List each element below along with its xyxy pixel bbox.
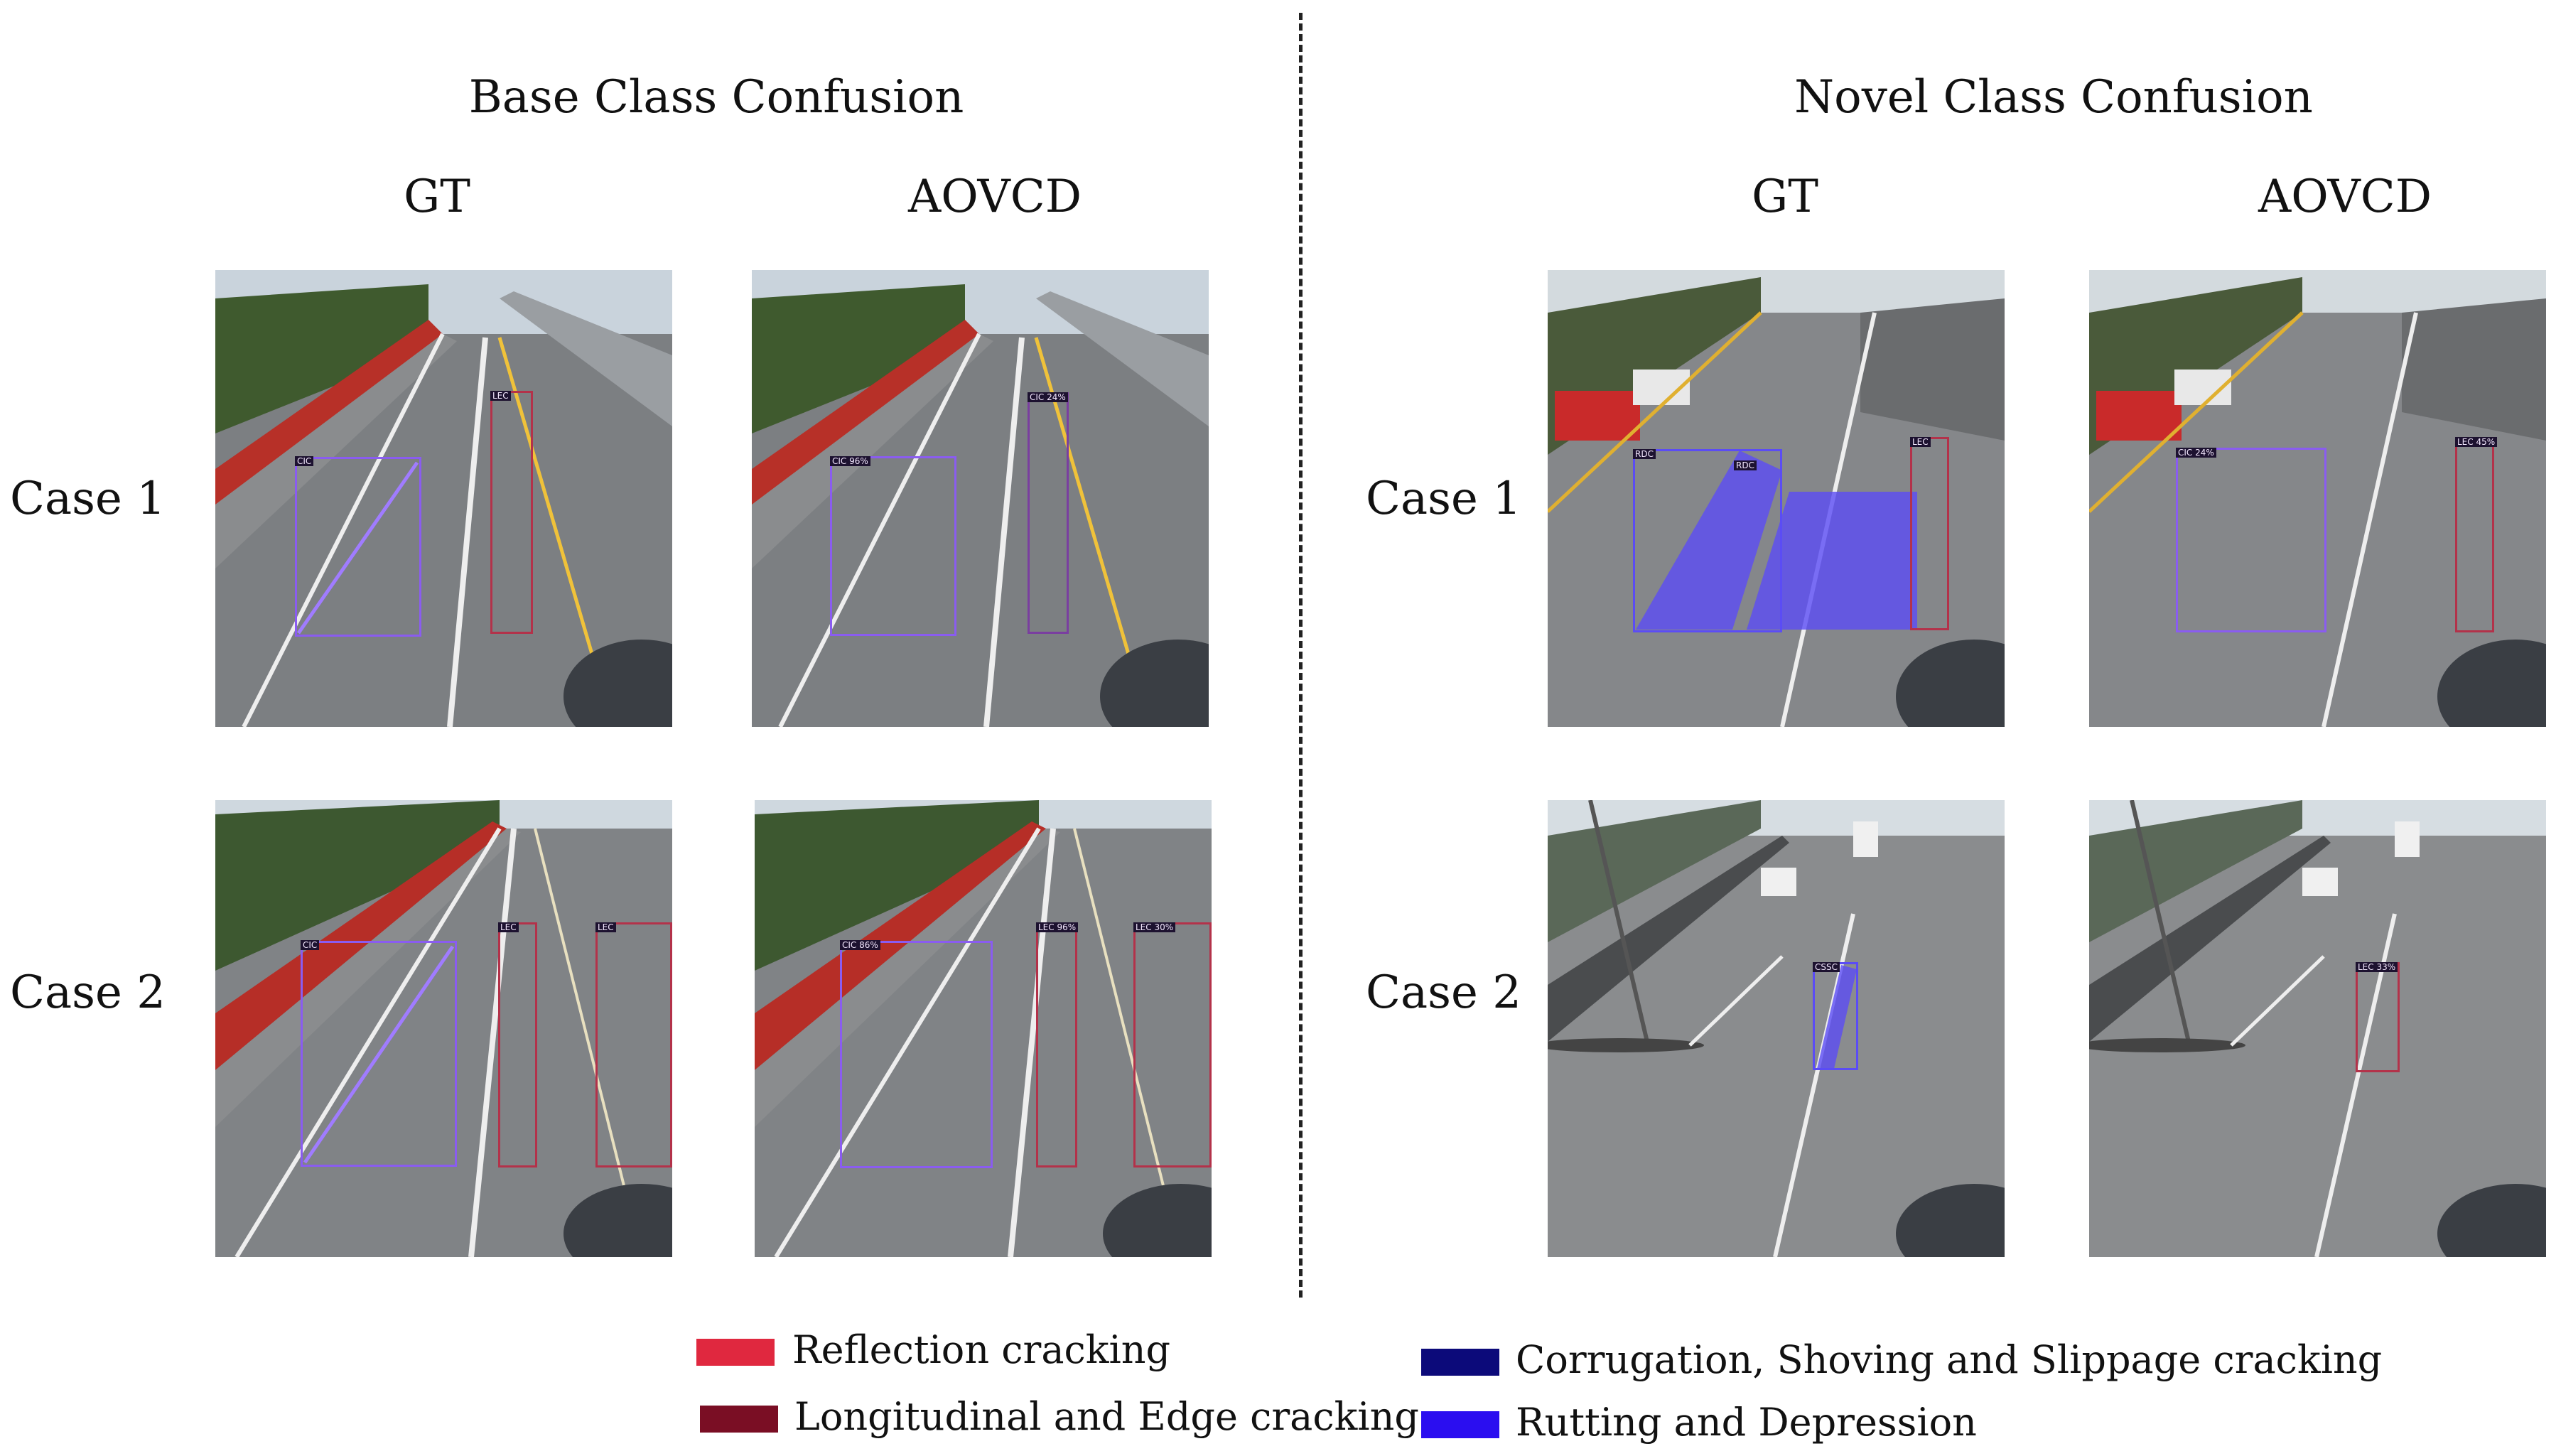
legend-label-reflection: Reflection cracking	[792, 1327, 1171, 1372]
cic-tag: CIC 86%	[840, 940, 880, 950]
lec-tag: LEC	[490, 391, 511, 401]
panel-novel-case1-aovcd: CIC 24% LEC 45%	[2089, 270, 2546, 727]
lec-tag: LEC 45%	[2455, 437, 2498, 447]
rdc-tag: RDC	[1633, 449, 1656, 459]
road-photo	[2089, 270, 2546, 727]
panel-novel-case1-gt: RDC RDC LEC	[1548, 270, 2005, 727]
legend-label-corrugation: Corrugation, Shoving and Slippage cracki…	[1516, 1337, 2383, 1382]
road-photo	[752, 270, 1209, 727]
lec-box	[2356, 962, 2400, 1072]
cic-tag: CIC 96%	[830, 456, 870, 466]
cic-tag: CIC	[301, 940, 320, 950]
panel-base-case2-gt: CIC LEC LEC	[215, 800, 672, 1257]
lec-box	[2455, 437, 2494, 632]
lec-box	[1910, 437, 1949, 630]
road-photo	[1548, 800, 2005, 1257]
legend-swatch-corrugation	[1421, 1349, 1499, 1376]
panel-base-case1-gt: CIC LEC	[215, 270, 672, 727]
lec-box	[595, 922, 672, 1168]
row-label-case1-base: Case 1	[10, 473, 166, 525]
cic-box	[830, 456, 956, 636]
lec-tag: LEC	[1910, 437, 1931, 447]
cic-box	[2176, 448, 2326, 632]
road-photo	[2089, 800, 2546, 1257]
legend-swatch-longitudinal	[700, 1406, 778, 1433]
corrugation-fill	[1817, 965, 1857, 1069]
lec-tag: LEC	[595, 922, 616, 932]
lec-tag: LEC 96%	[1036, 922, 1079, 932]
novel-class-heading: Novel Class Confusion	[1794, 71, 2313, 124]
road-photo	[1548, 270, 2005, 727]
cic-box	[1028, 392, 1069, 634]
lec-tag: LEC 30%	[1133, 922, 1176, 932]
legend-label-longitudinal: Longitudinal and Edge cracking	[794, 1394, 1419, 1439]
panel-novel-case2-aovcd: LEC 33%	[2089, 800, 2546, 1257]
lec-tag: LEC	[498, 922, 519, 932]
row-label-case2-novel: Case 2	[1366, 966, 1521, 1019]
cic-tag: CIC 24%	[1028, 392, 1068, 402]
cic-box	[295, 457, 421, 637]
lec-box	[1036, 922, 1077, 1168]
cic-tag: CIC 24%	[2176, 448, 2216, 458]
lec-box	[490, 391, 533, 634]
lec-tag: LEC 33%	[2356, 962, 2398, 972]
col-gt-base: GT	[404, 171, 470, 223]
panel-base-case2-aovcd: CIC 86% LEC 96% LEC 30%	[755, 800, 1212, 1257]
lec-box	[498, 922, 537, 1168]
rutting-fill	[1636, 451, 1917, 630]
col-aovcd-base: AOVCD	[907, 171, 1082, 223]
legend-swatch-reflection	[696, 1339, 775, 1366]
col-aovcd-novel: AOVCD	[2258, 171, 2432, 223]
cic-tag: CIC	[295, 456, 314, 466]
road-photo	[215, 270, 672, 727]
road-photo	[215, 800, 672, 1257]
row-label-case1-novel: Case 1	[1366, 473, 1521, 525]
cic-box	[840, 941, 993, 1168]
crack-line	[303, 945, 455, 1164]
cic-box	[301, 941, 457, 1167]
section-divider	[1299, 13, 1303, 1298]
legend-label-rutting: Rutting and Depression	[1516, 1400, 1977, 1445]
col-gt-novel: GT	[1752, 171, 1818, 223]
panel-novel-case2-gt: CSSC	[1548, 800, 2005, 1257]
row-label-case2-base: Case 2	[10, 966, 166, 1019]
panel-base-case1-aovcd: CIC 96% CIC 24%	[752, 270, 1209, 727]
cssc-tag: CSSC	[1813, 962, 1840, 972]
lec-box	[1133, 922, 1212, 1168]
base-class-heading: Base Class Confusion	[468, 71, 964, 124]
crack-line	[296, 461, 419, 635]
rdc-tag: RDC	[1734, 460, 1757, 470]
legend-swatch-rutting	[1421, 1411, 1499, 1438]
